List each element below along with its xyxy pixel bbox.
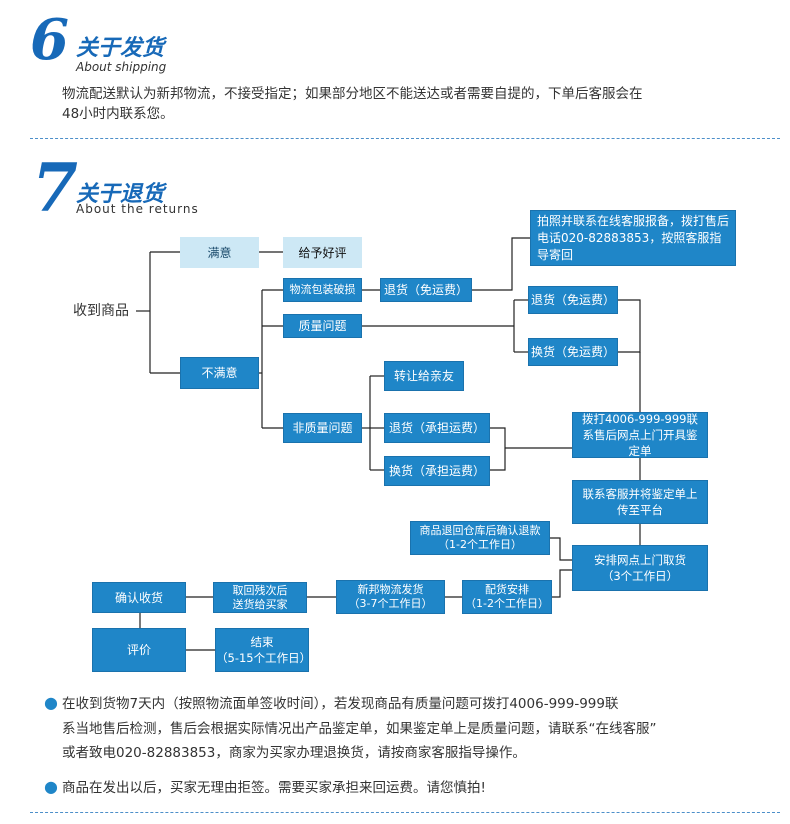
note2: 商品在发出以后，买家无理由拒签。需要买家承担来回运费。请您慎拍! — [62, 780, 486, 796]
resend-line1: 取回残次后 — [232, 583, 288, 597]
gift-box: 转让给亲友 — [384, 361, 464, 391]
ship-box: 新邦物流发货 （3-7个工作日） — [336, 580, 445, 614]
note1-line3: 或者致电020-82883853，商家为买家办理退换货，请按商家客服指导操作。 — [62, 745, 526, 761]
dispatch-line1: 配货安排 — [485, 583, 529, 596]
review-box: 评价 — [92, 628, 186, 672]
satisfied-box: 满意 — [180, 237, 259, 268]
end-line2: （5-15个工作日） — [216, 651, 312, 665]
return-paid-box: 退货（承担运费） — [384, 413, 490, 443]
pickup-line2: （3个工作日） — [601, 569, 679, 583]
ship-line2: （3-7个工作日） — [348, 597, 433, 610]
quality-box: 质量问题 — [283, 314, 362, 338]
resend-line2: 送货给买家 — [232, 597, 288, 611]
section6-text-line1: 物流配送默认为新邦物流，不接受指定；如果部分地区不能送达或者需要自提的，下单后客… — [62, 86, 643, 102]
section7-title: 关于退货 — [76, 182, 165, 207]
note1-line1: 在收到货物7天内（按照物流面单签收时间），若发现商品有质量问题可拨打4006-9… — [62, 696, 619, 712]
section6-number: 6 — [30, 7, 69, 73]
divider — [30, 138, 780, 139]
confirm-box: 确认收货 — [92, 582, 186, 613]
end-line1: 结束 — [250, 635, 274, 649]
bullet-icon: ● — [44, 777, 58, 796]
dispatch-line2: （1-2个工作日） — [465, 597, 549, 610]
divider-bottom — [30, 812, 780, 813]
damaged-box: 物流包装破损 — [283, 278, 362, 302]
section6-title: 关于发货 — [76, 36, 165, 61]
pickup-line1: 安排网点上门取货 — [594, 553, 686, 567]
section7-number: 7 — [32, 149, 78, 227]
bullet-icon: ● — [44, 693, 58, 712]
ship-line1: 新邦物流发货 — [357, 583, 424, 596]
return-free-top-box: 退货（免运费） — [380, 278, 472, 302]
pickup-box: 安排网点上门取货 （3个工作日） — [572, 545, 708, 591]
praise-box: 给予好评 — [283, 237, 362, 268]
hotline-box: 拨打4006-999-999联系售后网点上门开具鉴定单 — [572, 412, 708, 458]
refund-line2: （1-2个工作日） — [438, 538, 522, 551]
note1-line2: 系当地售后检测，售后会根据实际情况出产品鉴定单，如果鉴定单上是质量问题，请联系“… — [62, 721, 657, 737]
section6-subtitle: About shipping — [76, 60, 167, 74]
non-quality-box: 非质量问题 — [283, 413, 362, 443]
exchange-paid-box: 换货（承担运费） — [384, 456, 490, 486]
upload-box: 联系客服并将鉴定单上传至平台 — [572, 480, 708, 524]
return-free-box: 退货（免运费） — [528, 286, 618, 314]
exchange-free-box: 换货（免运费） — [528, 338, 618, 366]
section7-subtitle: About the returns — [76, 202, 199, 216]
start-node: 收到商品 — [73, 303, 129, 319]
unsatisfied-box: 不满意 — [180, 357, 259, 389]
dispatch-box: 配货安排 （1-2个工作日） — [462, 580, 552, 614]
end-box: 结束 （5-15个工作日） — [215, 628, 312, 672]
contact-note-box: 拍照并联系在线客服报备，拨打售后电话020-82883853，按照客服指导寄回 — [530, 210, 736, 266]
resend-box: 取回残次后 送货给买家 — [213, 582, 307, 613]
section6-text-line2: 48小时内联系您。 — [62, 106, 174, 122]
refund-line1: 商品退回仓库后确认退款 — [419, 524, 541, 537]
refund-box: 商品退回仓库后确认退款 （1-2个工作日） — [410, 521, 550, 555]
